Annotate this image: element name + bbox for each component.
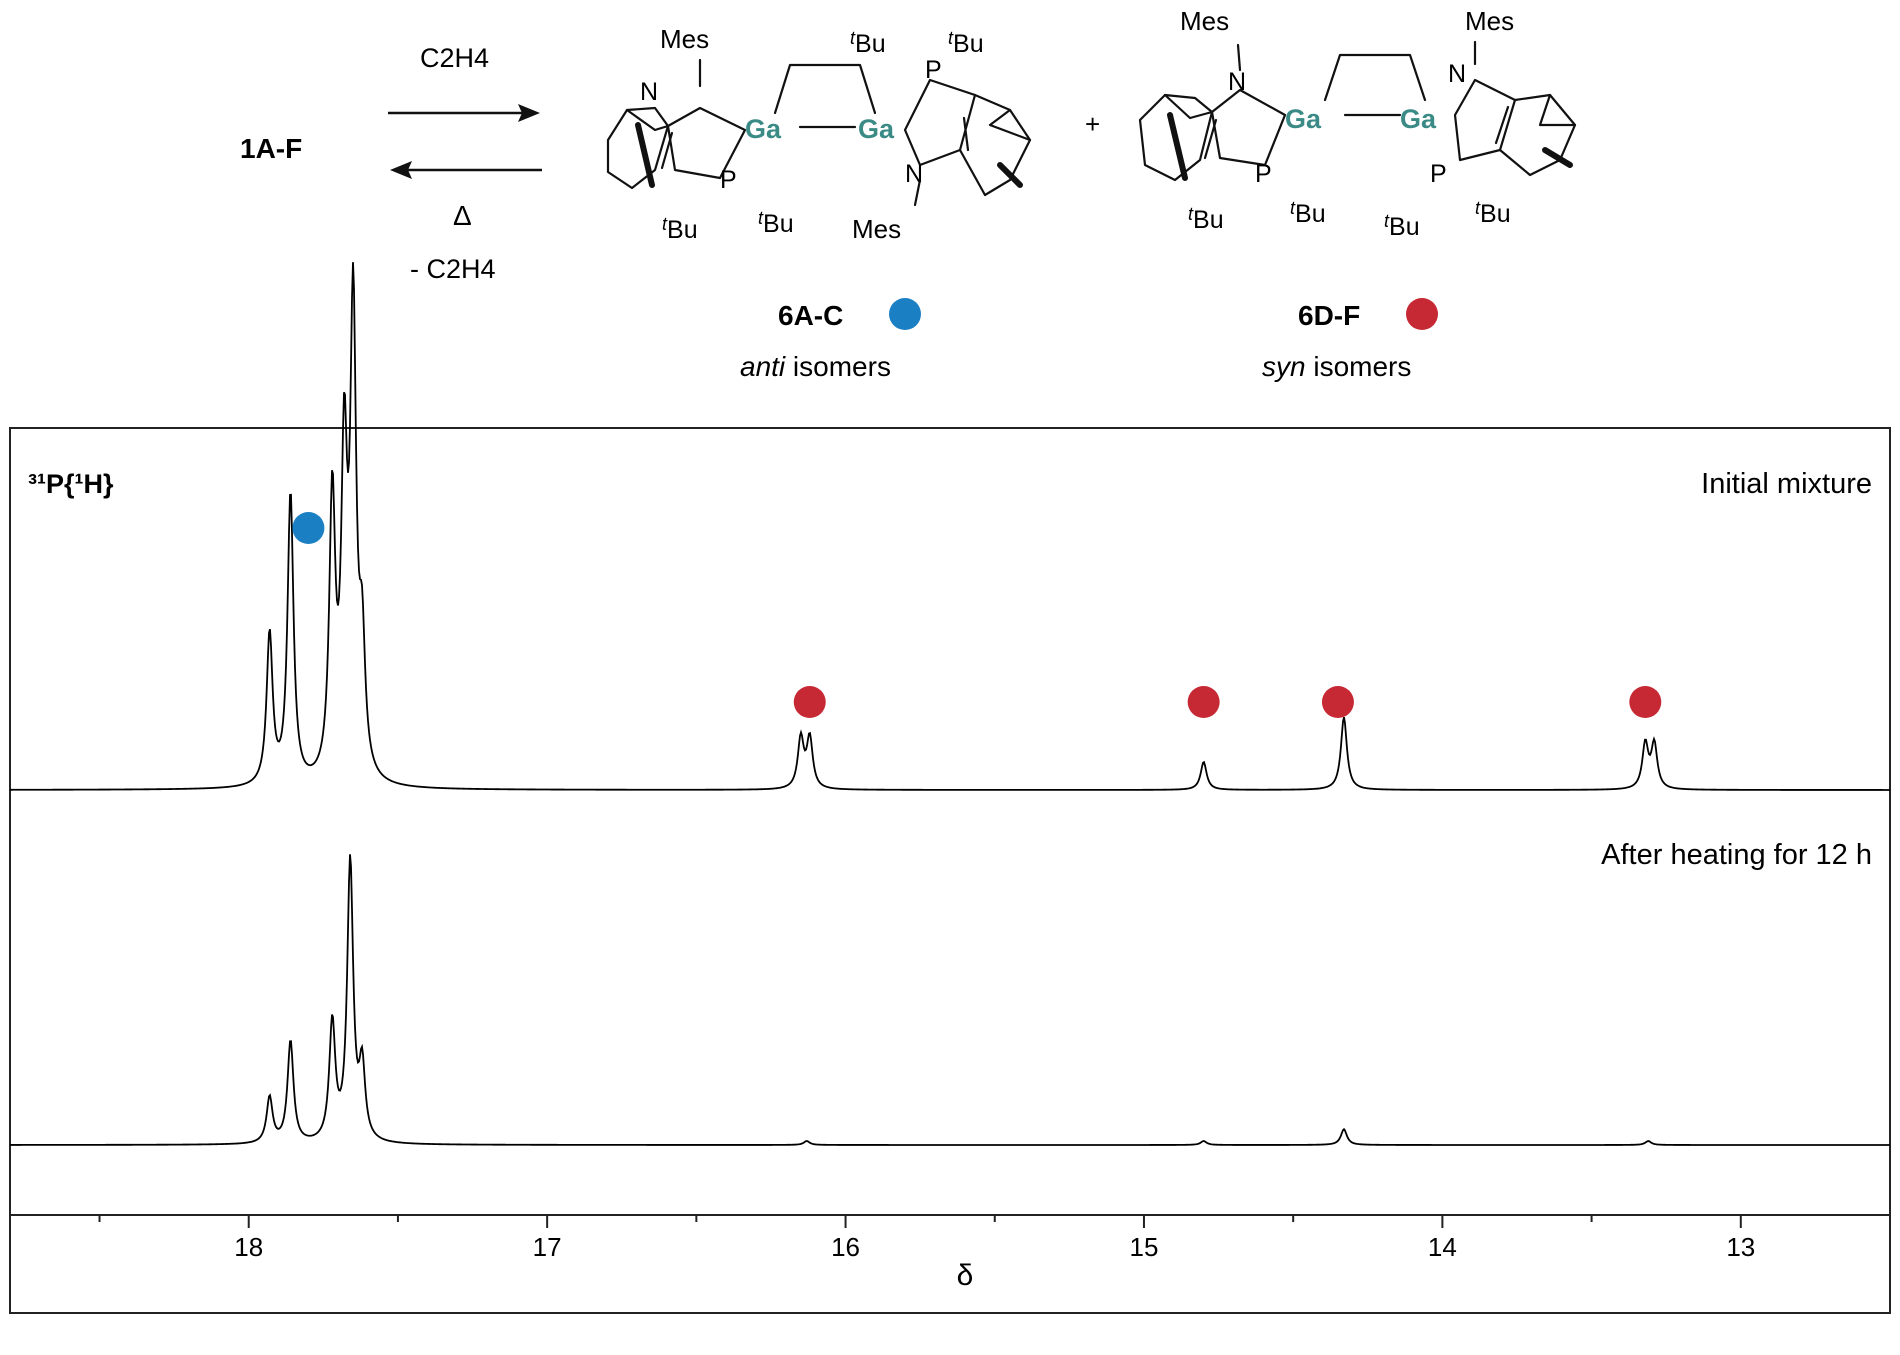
x-tick-label: 13 xyxy=(1726,1232,1755,1262)
atom-p: P xyxy=(720,166,737,194)
peak-markers xyxy=(292,512,1662,718)
peak-marker xyxy=(1321,686,1354,718)
atom-n: N xyxy=(1448,60,1466,88)
syn-isomer-description: syn isomers xyxy=(1262,351,1411,382)
x-tick-label: 14 xyxy=(1428,1232,1457,1262)
atom-tbu: tBu xyxy=(1384,211,1420,241)
forward-reagent: C2H4 xyxy=(420,43,489,73)
atom-tbu: tBu xyxy=(1475,198,1511,228)
nmr-chart: ³¹P{¹H} Initial mixture After heating fo… xyxy=(9,262,1891,1314)
atom-tbu: tBu xyxy=(758,208,794,238)
atom-mes: Mes xyxy=(1180,6,1229,36)
x-tick-label: 18 xyxy=(234,1232,263,1262)
peak-marker xyxy=(793,686,826,718)
series-label: After heating for 12 h xyxy=(1601,839,1872,871)
nucleus-label: ³¹P{¹H} xyxy=(28,469,114,499)
forward-arrow xyxy=(388,104,540,122)
atom-mes: Mes xyxy=(1465,6,1514,36)
atom-mes: Mes xyxy=(852,214,901,244)
atom-tbu: tBu xyxy=(1290,198,1326,228)
syn-isomer-label: 6D-F xyxy=(1298,300,1360,331)
x-axis-label: δ xyxy=(957,1259,974,1292)
x-axis-ticks: 18 17 16 15 14 13 xyxy=(98,1215,1891,1262)
atom-p: P xyxy=(1255,160,1272,188)
atom-n: N xyxy=(905,160,923,188)
atom-ga: Ga xyxy=(745,114,782,144)
spectrum-trace-1 xyxy=(10,262,1890,791)
anti-isomer-label: 6A-C xyxy=(778,300,843,331)
peak-marker xyxy=(1187,686,1220,718)
atom-ga: Ga xyxy=(1400,104,1437,134)
reaction-scheme: 1A-F C2H4 Δ - C2H4 xyxy=(240,6,1577,382)
atom-tbu: tBu xyxy=(1188,204,1224,234)
anti-isomer-marker xyxy=(889,298,921,330)
atom-ga: Ga xyxy=(858,114,895,144)
reactant-label: 1A-F xyxy=(240,133,302,164)
chart-frame xyxy=(9,427,1891,1314)
x-tick-label: 15 xyxy=(1130,1232,1159,1262)
reverse-arrow xyxy=(390,161,542,179)
series-label: Initial mixture xyxy=(1701,468,1872,500)
atom-p: P xyxy=(1430,160,1447,188)
peak-marker xyxy=(292,512,325,544)
atom-ga: Ga xyxy=(1285,104,1322,134)
atom-p: P xyxy=(925,56,942,84)
atom-n: N xyxy=(640,78,658,106)
x-tick-label: 16 xyxy=(831,1232,860,1262)
reverse-byproduct: - C2H4 xyxy=(410,254,496,284)
atom-tbu: tBu xyxy=(662,214,698,244)
x-tick-label: 17 xyxy=(533,1232,562,1262)
reverse-condition: Δ xyxy=(453,200,472,231)
syn-isomer-marker xyxy=(1406,298,1438,330)
atom-n: N xyxy=(1228,68,1246,96)
syn-isomer-structure xyxy=(1138,40,1577,182)
atom-mes: Mes xyxy=(660,24,709,54)
plus-sign: + xyxy=(1085,109,1100,139)
spectrum-trace-2 xyxy=(10,854,1890,1146)
anti-isomer-description: anti isomers xyxy=(740,351,891,382)
atom-tbu: tBu xyxy=(948,28,984,58)
spectrum-traces xyxy=(10,262,1890,1146)
atom-tbu: tBu xyxy=(850,28,886,58)
anti-isomer-structure xyxy=(606,58,1032,207)
peak-marker xyxy=(1629,686,1662,718)
